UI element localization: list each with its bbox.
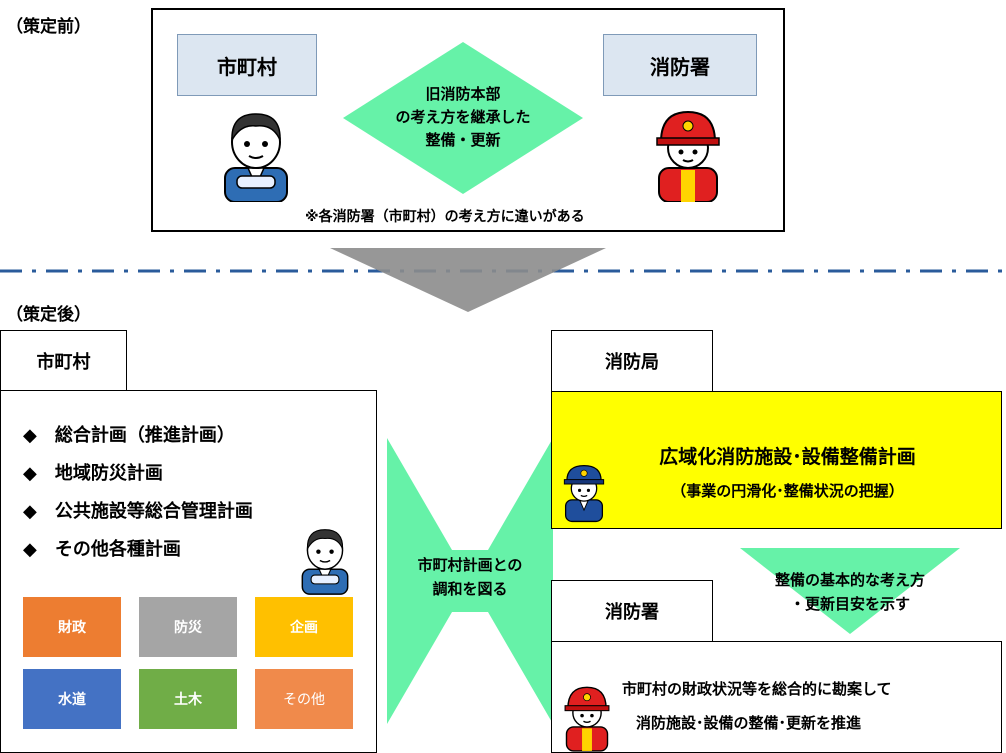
guidance-text: 整備の基本的な考え方 ・更新目安を示す [740, 568, 960, 616]
department-tile: 企画 [255, 597, 353, 657]
fire-bureau-subtitle: （事業の円滑化･整備状況の把握） [671, 482, 904, 500]
municipal-officer-icon [224, 113, 288, 202]
department-tile: その他 [255, 669, 353, 729]
before-center-text: 旧消防本部 の考え方を継承した 整備・更新 [343, 83, 583, 152]
municipality-panel: ◆ 総合計画（推進計画） ◆ 地域防災計画 ◆ 公共施設等総合管理計画 ◆ その… [0, 390, 377, 753]
fire-bureau-panel: 広域化消防施設･設備整備計画 （事業の円滑化･整備状況の把握） [551, 391, 1002, 529]
guidance-arrow [740, 548, 960, 634]
firefighter-icon [656, 110, 720, 202]
before-municipality-label: 市町村 [177, 34, 317, 96]
fire-bureau-title: 広域化消防施設･設備整備計画 [659, 446, 916, 468]
fire-station-tab: 消防署 [551, 580, 713, 642]
transition-arrow [330, 248, 606, 312]
section-divider [0, 269, 1006, 273]
harmony-text: 市町村計画との 調和を図る [387, 553, 553, 601]
before-frame: 市町村 消防署 旧消防本部 の考え方を継承した 整備・更新 ※各消防署（市町村）… [151, 8, 785, 232]
before-center-diamond [343, 42, 583, 194]
guidance-line: 整備の基本的な考え方 [774, 571, 925, 589]
fire-officer-icon [563, 464, 605, 523]
harmony-line: 市町村計画との [417, 556, 523, 574]
plan-item: ◆ 地域防災計画 [23, 463, 163, 484]
before-fire-station-label: 消防署 [603, 34, 757, 96]
fire-bureau-tab: 消防局 [551, 330, 713, 392]
before-center-line: 整備・更新 [425, 131, 501, 149]
plan-item: ◆ 総合計画（推進計画） [23, 425, 235, 446]
before-center-line: 旧消防本部 [425, 85, 501, 103]
firefighter-icon [564, 686, 610, 752]
municipality-tab: 市町村 [0, 330, 127, 392]
fire-station-line: 市町村の財政状況等を総合的に勘案して [622, 680, 892, 698]
guidance-line: ・更新目安を示す [789, 595, 910, 613]
before-center-line: の考え方を継承した [395, 108, 531, 126]
department-tile: 水道 [23, 669, 121, 729]
harmony-line: 調和を図る [432, 580, 508, 598]
plan-item: ◆ 公共施設等総合管理計画 [23, 501, 253, 522]
after-heading: （策定後） [6, 305, 91, 325]
department-tile: 土木 [139, 669, 237, 729]
municipal-officer-icon [301, 529, 349, 595]
fire-station-line: 消防施設･設備の整備･更新を推進 [636, 714, 862, 732]
before-note: ※各消防署（市町村）の考え方に違いがある [305, 209, 585, 225]
department-tile: 財政 [23, 597, 121, 657]
harmony-bowtie [387, 438, 553, 724]
plan-item: ◆ その他各種計画 [23, 539, 181, 560]
before-heading: （策定前） [6, 17, 91, 37]
department-tile: 防災 [139, 597, 237, 657]
fire-station-panel: 市町村の財政状況等を総合的に勘案して 消防施設･設備の整備･更新を推進 [551, 641, 1002, 753]
